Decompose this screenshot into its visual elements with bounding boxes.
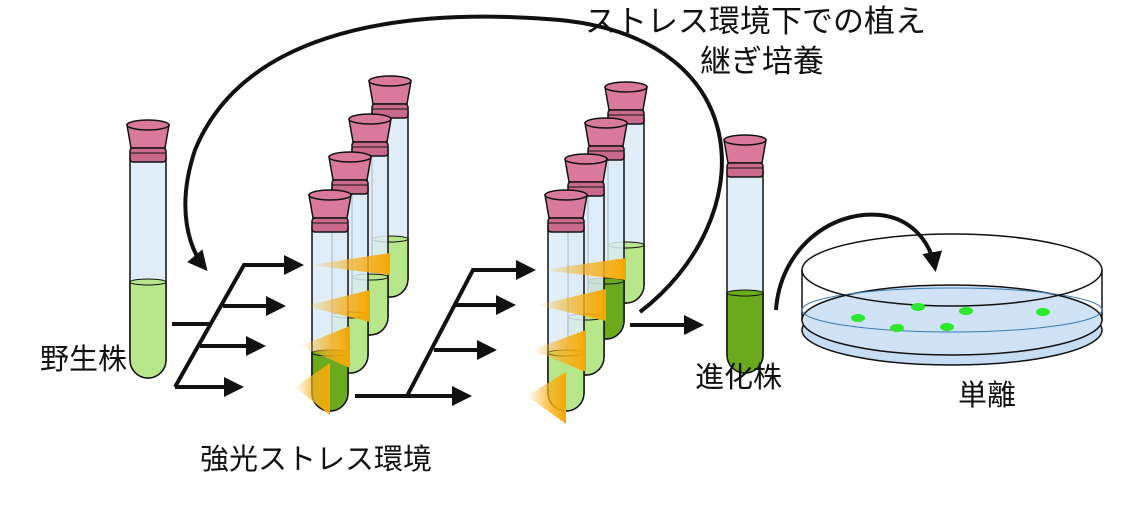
- light-beam: [542, 258, 626, 280]
- title-line-1: ストレス環境下での植え: [585, 4, 926, 40]
- culture-surface: [129, 278, 167, 286]
- culture-medium: [726, 292, 764, 374]
- colony: [911, 303, 925, 311]
- arrow-to-dish: [774, 212, 943, 311]
- colony: [890, 324, 904, 332]
- tube-cap: [328, 151, 372, 195]
- light-beam: [295, 363, 330, 415]
- culture-tube: [308, 189, 352, 412]
- light-beam: [537, 289, 606, 321]
- petri-dish: [801, 233, 1103, 366]
- branch-arrows-round-2: [355, 260, 536, 406]
- colony: [851, 314, 865, 322]
- light-beam: [305, 290, 370, 322]
- light-beam: [310, 253, 390, 275]
- tube-group-round-2: [527, 81, 648, 424]
- tube-group-round-1: [295, 75, 412, 415]
- evolved-tube: [723, 134, 767, 374]
- colonies: [851, 303, 1050, 332]
- title-line-2: 継ぎ培養: [700, 44, 824, 80]
- stress-environment-label: 強光ストレス環境: [200, 442, 433, 476]
- light-beam: [527, 372, 566, 424]
- evolved-strain-tube: [723, 134, 767, 374]
- isolation-label: 単離: [958, 378, 1017, 412]
- colony: [1036, 308, 1050, 316]
- tube-cap: [544, 189, 588, 233]
- branch-arrows-round-1: [172, 255, 304, 397]
- colony: [959, 307, 973, 315]
- culture-surface: [726, 289, 764, 297]
- tube-cap: [604, 81, 648, 125]
- evolved-strain-label: 進化株: [695, 360, 783, 394]
- tube-cap: [584, 117, 628, 161]
- tube-cap: [308, 189, 352, 233]
- subculture-loop-arrow: [183, 14, 724, 314]
- tube-cap: [348, 113, 392, 157]
- tube-cap: [723, 134, 767, 178]
- wild-strain-label: 野生株: [40, 342, 128, 376]
- culture-medium: [129, 281, 167, 379]
- tube-cap: [126, 119, 170, 163]
- light-beam: [532, 330, 586, 372]
- wild-type-tube: [126, 119, 170, 379]
- colony: [940, 323, 954, 331]
- tube-cap: [368, 75, 412, 119]
- light-beam: [300, 326, 350, 368]
- wild-tube: [126, 119, 170, 379]
